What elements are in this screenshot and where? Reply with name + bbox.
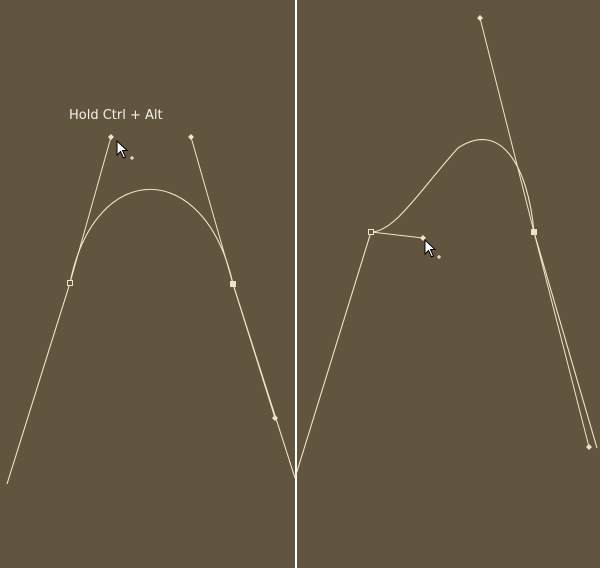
left-handle-line-2 xyxy=(190,136,234,285)
right-handle-point-1[interactable] xyxy=(420,235,426,241)
right-handle-line-3 xyxy=(533,231,590,448)
right-handle-line-2 xyxy=(479,17,535,233)
right-panel[interactable] xyxy=(294,15,598,479)
left-handle-point-1[interactable] xyxy=(108,134,114,140)
left-handle-line-3 xyxy=(232,283,276,419)
arrow-add-anchor-cursor xyxy=(116,139,134,160)
right-bezier-path[interactable] xyxy=(294,139,598,479)
right-anchor-point-2[interactable] xyxy=(531,229,537,235)
right-handle-point-2[interactable] xyxy=(477,15,483,21)
left-bezier-path[interactable] xyxy=(6,188,296,485)
left-anchor-point-1[interactable] xyxy=(67,280,73,286)
right-anchor-point-1[interactable] xyxy=(368,229,374,235)
left-panel[interactable] xyxy=(6,134,296,485)
instruction-label: Hold Ctrl + Alt xyxy=(69,108,163,123)
left-handle-point-2[interactable] xyxy=(188,134,194,140)
left-handle-point-3[interactable] xyxy=(272,415,278,421)
left-handle-line-1 xyxy=(69,136,112,284)
right-handle-point-3[interactable] xyxy=(586,444,592,450)
right-handle-line-1 xyxy=(370,231,424,239)
left-anchor-point-2[interactable] xyxy=(230,281,236,287)
arrow-add-anchor-cursor xyxy=(424,238,441,259)
